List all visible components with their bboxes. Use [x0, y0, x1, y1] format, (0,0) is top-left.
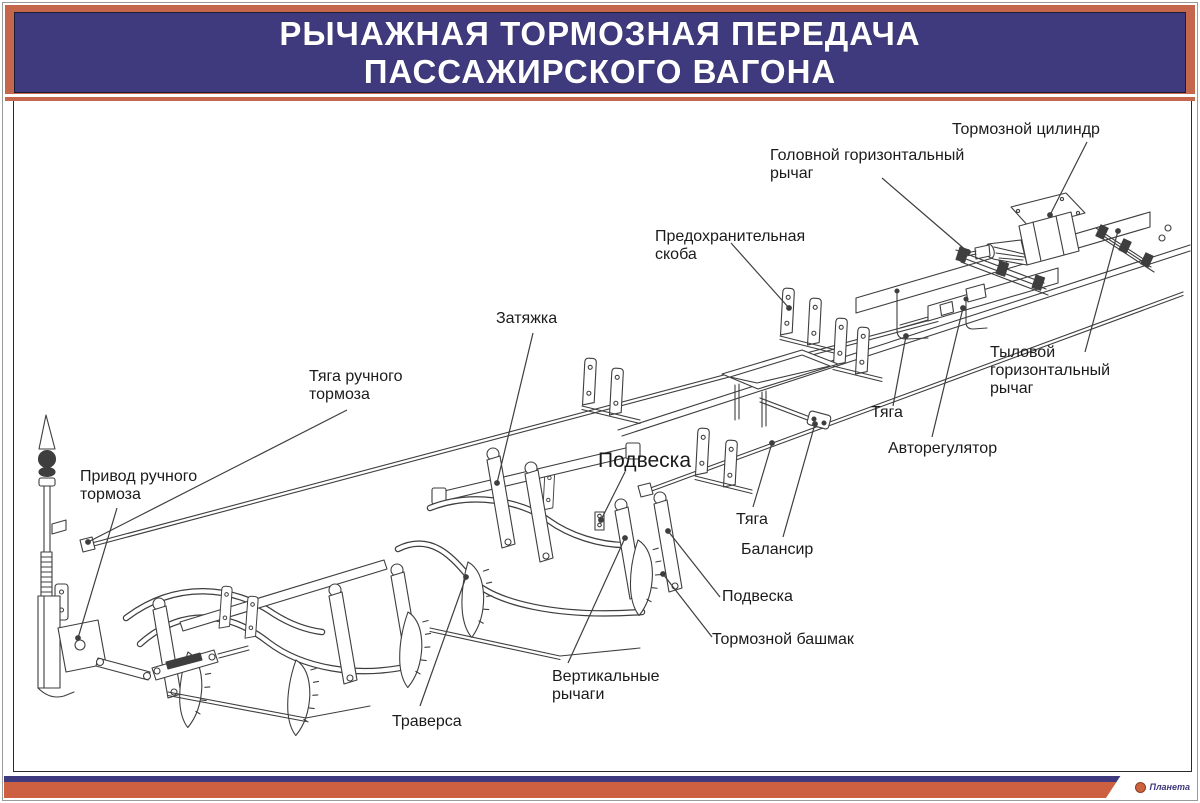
header-divider [5, 94, 1195, 97]
poster-title-line-1: РЫЧАЖНАЯ ТОРМОЗНАЯ ПЕРЕДАЧА [279, 14, 921, 52]
footer-orange-band [4, 782, 1196, 798]
label-handbrake-rod: Тяга ручного тормоза [309, 368, 403, 403]
publisher-logo: Планета [1106, 776, 1196, 798]
label-autoregulator: Авторегулятор [888, 440, 998, 457]
label-balancer: Балансир [741, 541, 814, 558]
label-head-horizontal-lever: Головной горизонтальный рычаг [770, 147, 965, 182]
label-suspension-small: Подвеска [722, 588, 793, 605]
header-frame: РЫЧАЖНАЯ ТОРМОЗНАЯ ПЕРЕДАЧА ПАССАЖИРСКОГ… [5, 5, 1195, 101]
label-tightener: Затяжка [496, 310, 558, 327]
label-rear-horizontal-lever: Тыловой горизонтальный рычаг [990, 344, 1111, 397]
label-safety-bracket: Предохранительная скоба [655, 228, 806, 263]
label-brake-shoe: Тормозной башмак [712, 631, 854, 648]
publisher-globe-icon [1135, 781, 1147, 793]
label-handbrake-drive: Привод ручного тормоза [80, 468, 198, 503]
header-band: РЫЧАЖНАЯ ТОРМОЗНАЯ ПЕРЕДАЧА ПАССАЖИРСКОГ… [14, 12, 1186, 93]
label-brake-cylinder: Тормозной цилиндр [952, 121, 1100, 138]
publisher-logo-text: Планета [1149, 782, 1190, 792]
label-suspension-big: Подвеска [598, 449, 691, 472]
label-rod-upper: Тяга [871, 404, 903, 421]
label-traverse: Траверса [392, 713, 462, 730]
footer-purple-stripe [4, 776, 1196, 782]
label-vertical-levers: Вертикальные рычаги [552, 668, 660, 703]
label-rod-lower: Тяга [736, 511, 768, 528]
poster-title-line-2: ПАССАЖИРСКОГО ВАГОНА [363, 52, 837, 90]
